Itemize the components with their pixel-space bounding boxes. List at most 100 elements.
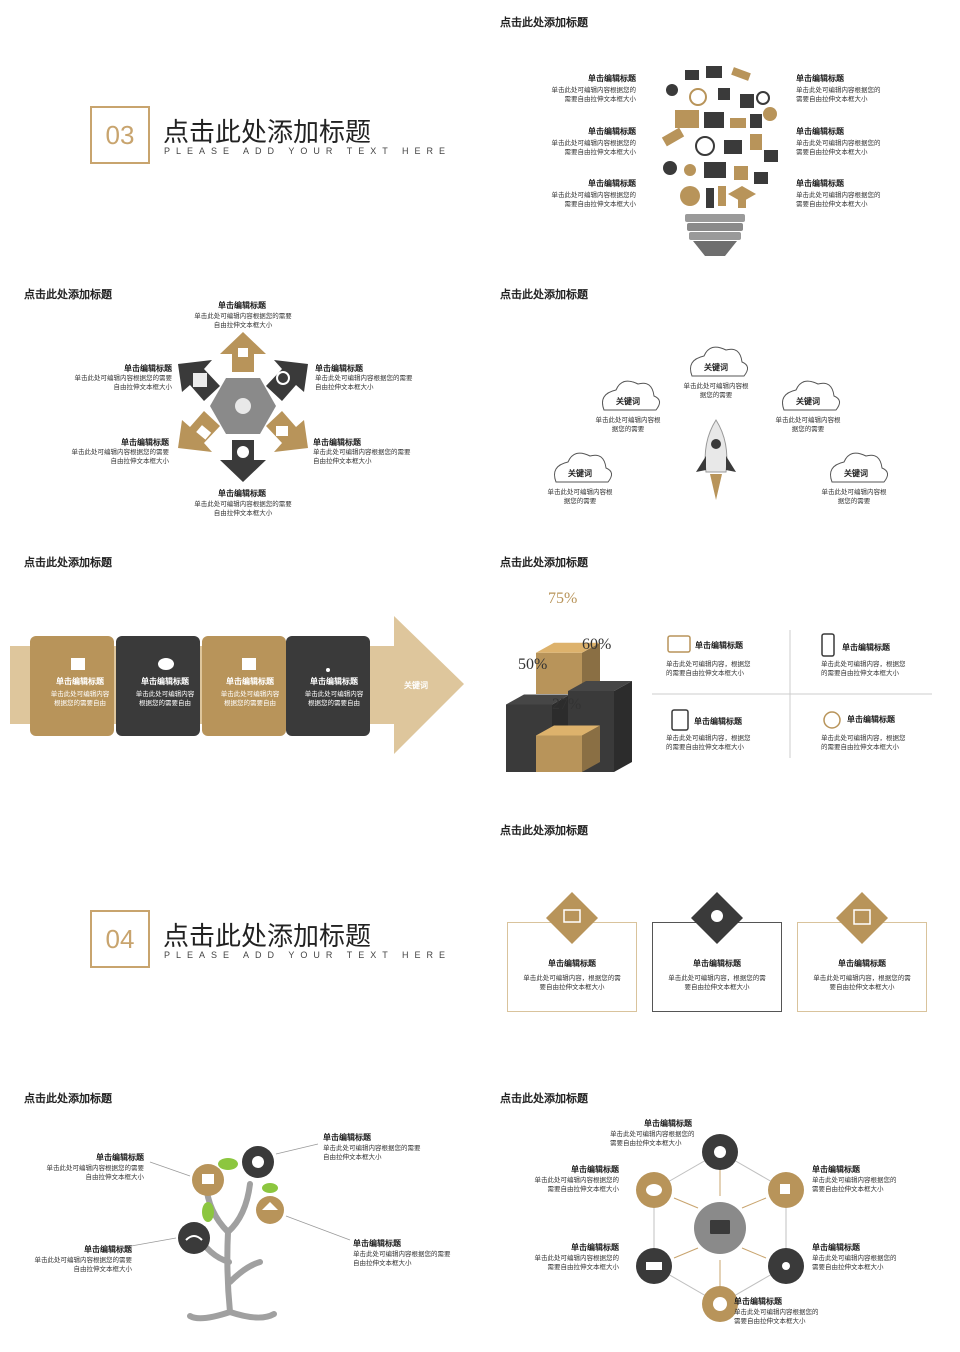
net-item-ul-desc[interactable]: 单击此处可编辑内容根据您的需要自由拉伸文本框大小	[534, 1177, 620, 1193]
box-2-desc[interactable]: 单击此处可编辑内容，根据您的需要自由拉伸文本框大小	[668, 975, 766, 991]
bulb-item-4-title[interactable]: 单击编辑标题	[796, 74, 844, 83]
net-item-bottom-desc[interactable]: 单击此处可编辑内容根据您的需要自由拉伸文本框大小	[734, 1309, 819, 1325]
cube-item-2-desc[interactable]: 单击此处可编辑内容，根据您的需要自由拉伸文本框大小	[821, 661, 906, 677]
cube-item-2-title[interactable]: 单击编辑标题	[842, 643, 890, 652]
bulb-item-2-desc[interactable]: 单击此处可编辑内容根据您的需要自由拉伸文本框大小	[551, 140, 637, 156]
cloud-4-keyword[interactable]: 关键词	[568, 469, 592, 478]
slide-title[interactable]: 点击此处添加标题	[24, 557, 112, 569]
bulb-item-6-desc[interactable]: 单击此处可编辑内容根据您的需要自由拉伸文本框大小	[796, 192, 881, 208]
hex-item-ul-desc[interactable]: 单击此处可编辑内容根据您的需要自由拉伸文本框大小	[74, 375, 173, 391]
net-item-ll-desc[interactable]: 单击此处可编辑内容根据您的需要自由拉伸文本框大小	[534, 1255, 620, 1271]
hex-item-top-desc[interactable]: 单击此处可编辑内容根据您的需要自由拉伸文本框大小	[194, 313, 292, 329]
bulb-base	[685, 214, 745, 256]
slide-title[interactable]: 点击此处添加标题	[24, 289, 112, 301]
tree-item-2-title[interactable]: 单击编辑标题	[323, 1133, 371, 1142]
slide-title[interactable]: 点击此处添加标题	[500, 825, 588, 837]
cloud-2-desc[interactable]: 单击此处可编辑内容根据您的需要	[595, 417, 661, 433]
hex-item-ur-title[interactable]: 单击编辑标题	[315, 364, 363, 373]
bulb-item-4-desc[interactable]: 单击此处可编辑内容根据您的需要自由拉伸文本框大小	[796, 87, 881, 103]
wifi-icon	[185, 1235, 203, 1241]
slide-title[interactable]: 点击此处添加标题	[24, 1093, 112, 1105]
cube-item-4-desc[interactable]: 单击此处可编辑内容，根据您的需要自由拉伸文本框大小	[821, 735, 906, 751]
bulb-item-3-desc[interactable]: 单击此处可编辑内容根据您的需要自由拉伸文本框大小	[551, 192, 637, 208]
box-3-title[interactable]: 单击编辑标题	[838, 959, 886, 968]
hex-item-ur-desc[interactable]: 单击此处可编辑内容根据您的需要自由拉伸文本框大小	[315, 375, 413, 391]
cloud-5-keyword[interactable]: 关键词	[844, 469, 868, 478]
net-item-ur-title[interactable]: 单击编辑标题	[812, 1165, 860, 1174]
hex-item-bottom-title[interactable]: 单击编辑标题	[218, 489, 266, 498]
bulb-item-5-desc[interactable]: 单击此处可编辑内容根据您的需要自由拉伸文本框大小	[796, 140, 881, 156]
hex-item-ll-title[interactable]: 单击编辑标题	[121, 438, 169, 447]
cube-item-1-title[interactable]: 单击编辑标题	[695, 641, 743, 650]
tree-item-1-desc[interactable]: 单击此处可编辑内容根据您的需要自由拉伸文本框大小	[46, 1165, 145, 1181]
gear-icon	[252, 1156, 264, 1168]
section-title[interactable]: 点击此处添加标题	[163, 921, 372, 951]
panel-3-title[interactable]: 单击编辑标题	[226, 677, 274, 686]
section-subtitle: PLEASE ADD YOUR TEXT HERE	[164, 950, 452, 960]
net-item-ur-desc[interactable]: 单击此处可编辑内容根据您的需要自由拉伸文本框大小	[812, 1177, 897, 1193]
section-title[interactable]: 点击此处添加标题	[163, 117, 372, 147]
cube-item-4-title[interactable]: 单击编辑标题	[847, 715, 895, 724]
panel-2-desc[interactable]: 单击此处可编辑内容根据您的需要自由	[135, 691, 195, 707]
cloud-2-keyword[interactable]: 关键词	[616, 397, 640, 406]
globe-icon	[713, 1297, 727, 1311]
net-item-top-desc[interactable]: 单击此处可编辑内容根据您的需要自由拉伸文本框大小	[610, 1131, 695, 1147]
arrow-keyword[interactable]: 关键词	[404, 681, 428, 690]
net-item-lr-desc[interactable]: 单击此处可编辑内容根据您的需要自由拉伸文本框大小	[812, 1255, 897, 1271]
tree-item-3-desc[interactable]: 单击此处可编辑内容根据您的需要自由拉伸文本框大小	[353, 1251, 451, 1267]
bulb-item-5-title[interactable]: 单击编辑标题	[796, 127, 844, 136]
box-1-title[interactable]: 单击编辑标题	[548, 959, 596, 968]
hex-item-ul-title[interactable]: 单击编辑标题	[124, 364, 172, 373]
hex-item-lr-title[interactable]: 单击编辑标题	[313, 438, 361, 447]
hex-item-lr-desc[interactable]: 单击此处可编辑内容根据您的需要自由拉伸文本框大小	[313, 449, 411, 465]
net-item-ul-title[interactable]: 单击编辑标题	[571, 1165, 619, 1174]
panel-1-title[interactable]: 单击编辑标题	[56, 677, 104, 686]
bulb-item-3-title[interactable]: 单击编辑标题	[588, 179, 636, 188]
section-number: 03	[90, 106, 150, 164]
panel-3-desc[interactable]: 单击此处可编辑内容根据您的需要自由	[220, 691, 280, 707]
bulb-item-6-title[interactable]: 单击编辑标题	[796, 179, 844, 188]
box-2-title[interactable]: 单击编辑标题	[693, 959, 741, 968]
cube-item-3-desc[interactable]: 单击此处可编辑内容，根据您的需要自由拉伸文本框大小	[666, 735, 751, 751]
slide-title[interactable]: 点击此处添加标题	[500, 557, 588, 569]
cloud-1-desc[interactable]: 单击此处可编辑内容根据您的需要	[683, 383, 749, 399]
cube-item-3-title[interactable]: 单击编辑标题	[694, 717, 742, 726]
bulb-item-1-desc[interactable]: 单击此处可编辑内容根据您的需要自由拉伸文本框大小	[551, 87, 637, 103]
cloud-5-desc[interactable]: 单击此处可编辑内容根据您的需要	[821, 489, 887, 505]
tree-item-2-desc[interactable]: 单击此处可编辑内容根据您的需要自由拉伸文本框大小	[323, 1145, 421, 1161]
arrow-banner-graphic	[10, 616, 464, 754]
panel-2-title[interactable]: 单击编辑标题	[141, 677, 189, 686]
cloud-1-keyword[interactable]: 关键词	[704, 363, 728, 372]
cloud-3-keyword[interactable]: 关键词	[796, 397, 820, 406]
box-3-desc[interactable]: 单击此处可编辑内容，根据您的需要自由拉伸文本框大小	[813, 975, 911, 991]
tree-item-1-title[interactable]: 单击编辑标题	[96, 1153, 144, 1162]
hex-item-top-title-label[interactable]: 单击编辑标题	[218, 301, 266, 310]
net-item-top-title[interactable]: 单击编辑标题	[644, 1119, 692, 1128]
slide-title[interactable]: 点击此处添加标题	[500, 1093, 588, 1105]
cloud-3-desc[interactable]: 单击此处可编辑内容根据您的需要	[775, 417, 841, 433]
cloud-4-desc[interactable]: 单击此处可编辑内容根据您的需要	[547, 489, 613, 505]
panel-1-desc[interactable]: 单击此处可编辑内容根据您的需要自由	[50, 691, 110, 707]
bulb-item-1-title[interactable]: 单击编辑标题	[588, 74, 636, 83]
banner-panel-3	[202, 636, 286, 736]
diamond-3	[836, 892, 888, 944]
net-item-lr-title[interactable]: 单击编辑标题	[812, 1243, 860, 1252]
net-item-bottom-title[interactable]: 单击编辑标题	[734, 1297, 782, 1306]
gear-icon	[714, 1146, 726, 1158]
slide-title[interactable]: 点击此处添加标题	[500, 289, 588, 301]
cube-item-1-desc[interactable]: 单击此处可编辑内容，根据您的需要自由拉伸文本框大小	[666, 661, 751, 677]
section-number: 04	[90, 910, 150, 968]
net-item-ll-title[interactable]: 单击编辑标题	[571, 1243, 619, 1252]
panel-4-desc[interactable]: 单击此处可编辑内容根据您的需要自由	[304, 691, 364, 707]
tree-item-4-title[interactable]: 单击编辑标题	[84, 1245, 132, 1254]
hex-network-graphic	[636, 1134, 804, 1322]
box-1-desc[interactable]: 单击此处可编辑内容，根据您的需要自由拉伸文本框大小	[523, 975, 621, 991]
hex-item-bottom-desc[interactable]: 单击此处可编辑内容根据您的需要自由拉伸文本框大小	[194, 501, 292, 517]
hex-item-ll-desc[interactable]: 单击此处可编辑内容根据您的需要自由拉伸文本框大小	[71, 449, 170, 465]
tree-item-3-title[interactable]: 单击编辑标题	[353, 1239, 401, 1248]
tablet-icon	[671, 709, 689, 731]
tree-item-4-desc[interactable]: 单击此处可编辑内容根据您的需要自由拉伸文本框大小	[34, 1257, 133, 1273]
bulb-item-2-title[interactable]: 单击编辑标题	[588, 127, 636, 136]
panel-4-title[interactable]: 单击编辑标题	[310, 677, 358, 686]
slide-title[interactable]: 点击此处添加标题	[500, 17, 588, 29]
